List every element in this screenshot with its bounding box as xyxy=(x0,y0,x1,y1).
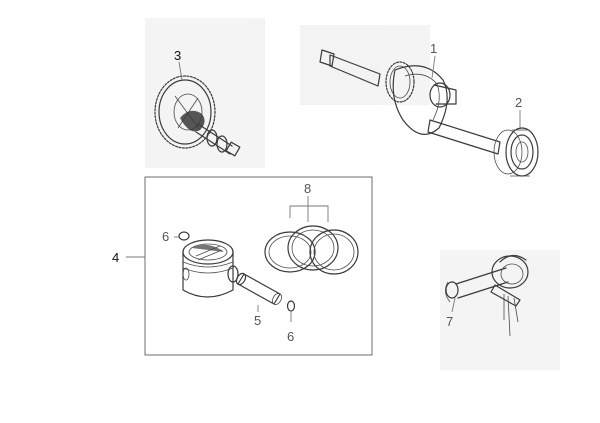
leader-7 xyxy=(451,297,456,313)
callout-4: 4 xyxy=(112,250,119,265)
callout-8: 8 xyxy=(304,181,311,196)
callout-7: 7 xyxy=(446,314,453,329)
part-8-piston-rings xyxy=(264,225,359,275)
leader-8 xyxy=(289,196,329,222)
callout-2: 2 xyxy=(515,95,522,110)
piston xyxy=(182,239,239,298)
piston-kit-frame xyxy=(144,176,373,356)
callout-6-upper: 6 xyxy=(162,229,169,244)
callout-3: 3 xyxy=(174,48,181,63)
callout-6-lower: 6 xyxy=(287,329,294,344)
part-5-piston-pin xyxy=(235,272,282,305)
leader-1 xyxy=(431,55,436,79)
part-6-clip-lower xyxy=(286,300,296,312)
callout-5: 5 xyxy=(254,313,261,328)
callout-1: 1 xyxy=(430,41,437,56)
part-1-crankshaft xyxy=(319,49,501,155)
leader-3 xyxy=(178,61,183,81)
part-7-connecting-rod xyxy=(445,254,529,337)
background-shading xyxy=(145,18,560,370)
part-2-bearing xyxy=(493,127,539,177)
part-3-camshaft xyxy=(154,75,241,157)
part-6-clip-upper xyxy=(178,231,190,241)
